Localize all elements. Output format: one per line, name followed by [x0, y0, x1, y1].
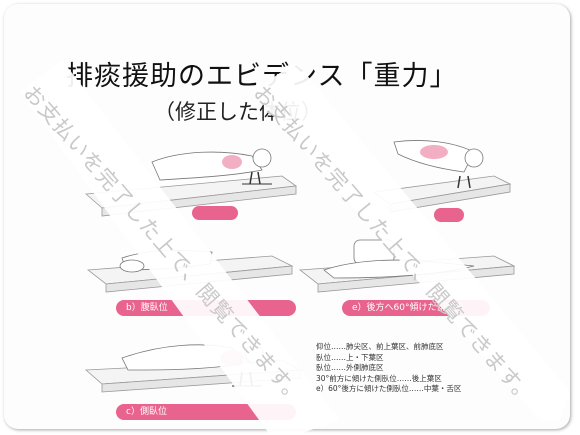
- panel-lateral: c）側臥位: [82, 334, 312, 424]
- legend-item: 臥位……外側肺底区: [316, 363, 384, 372]
- slide-subtitle: （修正した体位）: [154, 100, 322, 124]
- slide: 排痰援助のエビデンス「重力」 （修正した体位）: [4, 4, 570, 429]
- raised-illustration: [372, 140, 512, 213]
- legend-item: 仰位……肺尖区、前上葉区、前肺底区: [316, 342, 444, 351]
- legend: 仰位……肺尖区、前上葉区、前肺底区 臥位……上・下葉区 臥位……外側肺底区 30…: [316, 342, 516, 395]
- panel-lateral-back: e）後方へ60°傾けた側臥位: [294, 236, 524, 322]
- legend-item: e）60°後方に傾けた側臥位……中葉・舌区: [316, 384, 462, 393]
- panel-supine: [82, 132, 302, 224]
- legend-item: 臥位……上・下葉区: [316, 352, 384, 362]
- legend-item: 30°前方に傾けた側臥位……後上葉区: [316, 373, 442, 383]
- slide-title: 排痰援助のエビデンス「重力」: [66, 61, 458, 92]
- panel-label: c）側臥位: [116, 404, 296, 420]
- panel-prone: b）腹臥位: [82, 236, 302, 322]
- panel-label: e）後方へ60°傾けた側臥位: [342, 300, 490, 316]
- panel-label-bar: [192, 206, 238, 220]
- panel-label-bar: [434, 208, 464, 222]
- panel-raised: [314, 132, 514, 224]
- panel-label: b）腹臥位: [116, 300, 296, 316]
